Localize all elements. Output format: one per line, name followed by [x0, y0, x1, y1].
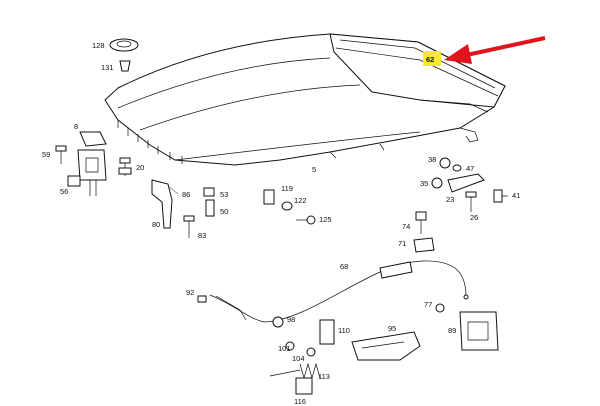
- label-113: 113: [318, 372, 330, 381]
- label-47: 47: [466, 164, 474, 173]
- label-26: 26: [470, 213, 478, 222]
- bolt-59-icon: [55, 145, 67, 164]
- label-5: 5: [312, 165, 316, 174]
- washer-101-icon: [285, 341, 295, 351]
- label-23: 23: [446, 195, 454, 204]
- bolt-74-icon: [415, 211, 427, 234]
- label-128: 128: [92, 41, 105, 50]
- label-110: 110: [338, 326, 350, 335]
- bolt-41-icon: [493, 189, 508, 203]
- label-125: 125: [319, 215, 332, 224]
- label-38: 38: [428, 155, 436, 164]
- clip-119-icon: [263, 189, 275, 205]
- highlight-box-62: [423, 51, 441, 66]
- label-74: 74: [402, 222, 410, 231]
- lever-23-icon: [447, 173, 485, 193]
- clip-92-icon: [197, 295, 207, 303]
- bolt-50-53-icon: [203, 187, 215, 217]
- label-41: 41: [512, 191, 520, 200]
- nut-35-icon: [431, 177, 443, 189]
- label-71: 71: [398, 239, 406, 248]
- clip-71-icon: [413, 237, 435, 253]
- spring-113-icon: [269, 362, 321, 380]
- buffer-116-icon: [295, 377, 313, 395]
- red-arrow-icon: [444, 36, 546, 64]
- label-35: 35: [420, 179, 428, 188]
- grommet-128-icon: [109, 38, 139, 52]
- nut-38-icon: [439, 157, 451, 169]
- label-95: 95: [388, 324, 396, 333]
- bolt-20-icon: [118, 157, 132, 176]
- label-62: 62: [426, 55, 434, 64]
- label-98: 98: [287, 315, 295, 324]
- plug-131-icon: [119, 60, 131, 72]
- label-89: 89: [448, 326, 456, 335]
- washer-122-icon: [281, 201, 293, 211]
- label-86: 86: [182, 190, 190, 199]
- washer-47-icon: [452, 164, 462, 172]
- bracket-110-icon: [319, 319, 335, 345]
- label-50: 50: [220, 207, 228, 216]
- label-131: 131: [101, 63, 114, 72]
- label-80: 80: [152, 220, 160, 229]
- label-101: 101: [278, 344, 291, 353]
- nut-98-icon: [272, 316, 284, 328]
- label-8: 8: [74, 122, 78, 131]
- release-cable-68-icon: [209, 260, 469, 323]
- hood-lock-89-icon: [459, 311, 499, 351]
- release-handle-95-icon: [351, 331, 421, 361]
- bolt-83-icon: [183, 215, 195, 238]
- hinge-bracket-80-icon: [151, 179, 179, 229]
- hood-hinge-bracket: [459, 127, 479, 143]
- hood-latch-assembly-icon: [67, 131, 107, 196]
- bolt-26-icon: [465, 191, 477, 212]
- label-53: 53: [220, 190, 228, 199]
- hood-seal-strip: [329, 33, 506, 113]
- nut-104-icon: [306, 347, 316, 357]
- label-119: 119: [281, 184, 293, 193]
- label-68: 68: [340, 262, 348, 271]
- label-77: 77: [424, 300, 432, 309]
- label-59: 59: [42, 150, 50, 159]
- label-122: 122: [294, 196, 307, 205]
- label-92: 92: [186, 288, 194, 297]
- label-20: 20: [136, 163, 144, 172]
- label-104: 104: [292, 354, 305, 363]
- label-56: 56: [60, 187, 68, 196]
- screw-77-icon: [435, 303, 445, 313]
- label-83: 83: [198, 231, 206, 240]
- screw-125-icon: [296, 215, 316, 225]
- label-116: 116: [294, 397, 306, 406]
